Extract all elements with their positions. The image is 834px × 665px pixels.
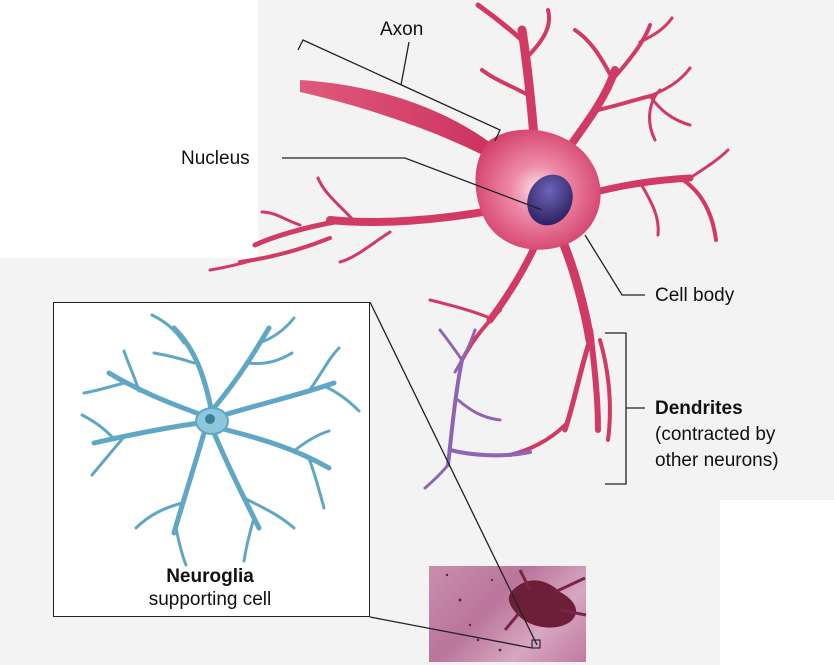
- axon-leader: [401, 42, 409, 85]
- nucleus-label: Nucleus: [181, 148, 250, 170]
- cell-body-leader: [585, 235, 645, 295]
- neuroglia-title: Neuroglia: [110, 566, 310, 588]
- dendrites-bracket: [605, 333, 645, 484]
- inset-connector-bottom: [370, 617, 532, 648]
- inset-connector-top: [370, 302, 537, 645]
- dendrites-subtitle-line2: other neurons): [655, 450, 779, 472]
- axon-bracket: [298, 40, 500, 141]
- dendrites-title: Dendrites: [655, 398, 743, 420]
- cell-body-label: Cell body: [655, 285, 734, 307]
- dendrites-subtitle-line1: (contracted by: [655, 424, 775, 446]
- axon-label: Axon: [380, 19, 423, 41]
- nucleus-leader: [282, 158, 542, 210]
- neuroglia-subtitle: supporting cell: [110, 589, 310, 611]
